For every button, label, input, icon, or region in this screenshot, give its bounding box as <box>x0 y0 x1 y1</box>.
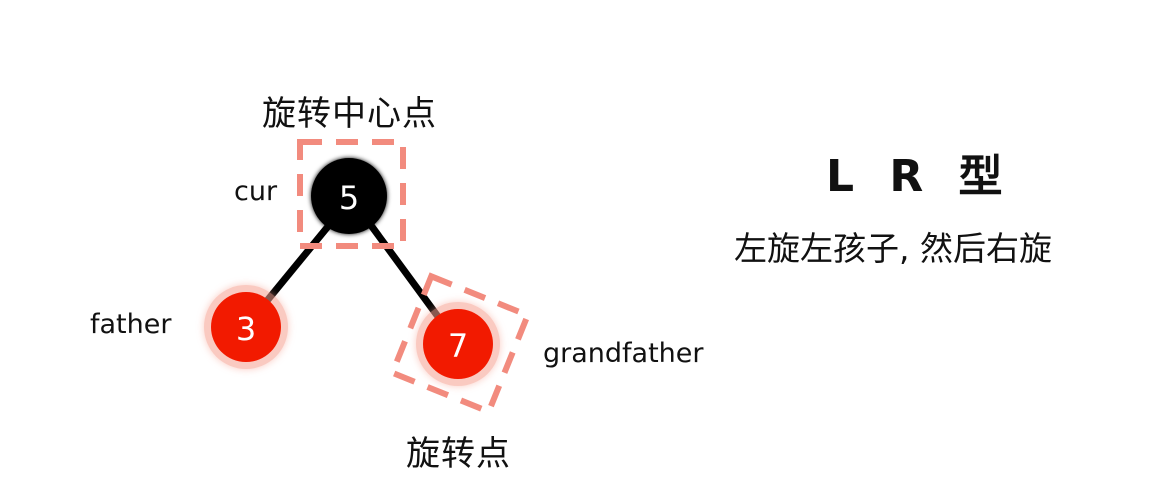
node-grandfather-value: 7 <box>448 327 468 365</box>
rotation-type-description: 左旋左孩子, 然后右旋 <box>734 229 1052 268</box>
father-label: father <box>90 309 172 340</box>
node-father: 3 <box>204 285 288 369</box>
cur-label: cur <box>234 176 278 207</box>
edge-5-7 <box>367 221 442 321</box>
rotation-type-title: L R 型 <box>826 151 1013 202</box>
edge-5-3 <box>263 221 333 305</box>
rotation-center-highlight <box>297 139 406 249</box>
node-cur: 5 <box>311 158 387 234</box>
rotation-center-label: 旋转中心点 <box>262 94 437 134</box>
node-cur-value: 5 <box>339 179 359 217</box>
node-grandfather: 7 <box>416 302 500 386</box>
rotation-point-label: 旋转点 <box>406 434 511 474</box>
rotation-point-highlight <box>388 272 532 416</box>
grandfather-label: grandfather <box>543 338 704 369</box>
node-father-value: 3 <box>236 310 256 348</box>
